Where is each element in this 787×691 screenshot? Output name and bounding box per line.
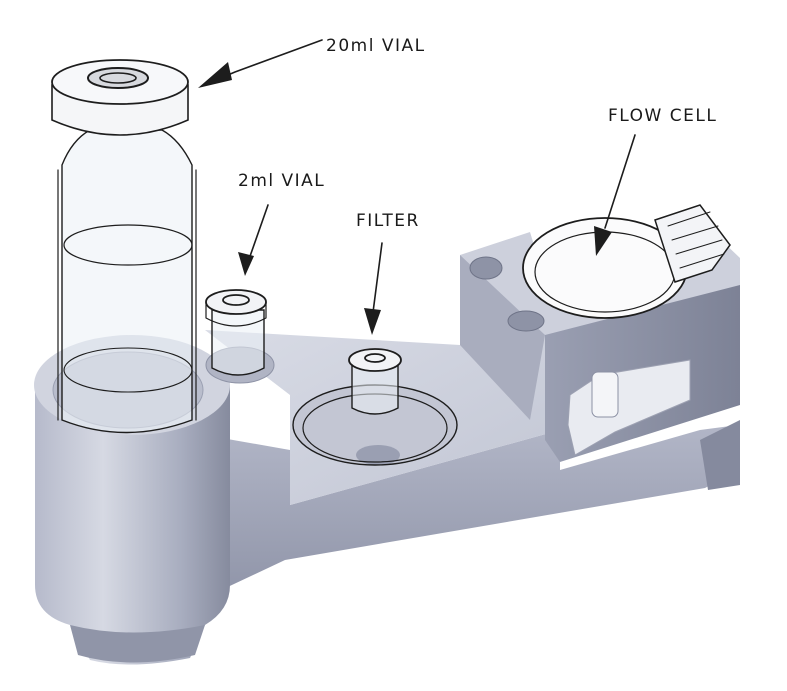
tower-leg (700, 420, 740, 490)
tower-hole-right (507, 310, 545, 332)
arrowhead-2ml (238, 252, 254, 276)
vial-2ml-sketch (205, 289, 267, 376)
arrow-filter (371, 242, 383, 321)
vial-20ml-septum (87, 67, 149, 89)
filter-cap (348, 348, 402, 372)
label-filter: FILTER (356, 211, 420, 231)
arrowhead-flow-cell (594, 226, 612, 256)
label-2ml-vial: 2ml VIAL (238, 171, 325, 191)
label-20ml-vial: 20ml VIAL (326, 36, 426, 56)
vial-20ml-sketch (51, 59, 197, 434)
filter-sketch (292, 348, 458, 466)
base-cylinder-side (35, 385, 230, 665)
vial-2ml-body (211, 309, 265, 376)
vial-2ml-cap (205, 289, 267, 315)
annotation-arrows (198, 39, 636, 335)
arrow-2ml (247, 204, 269, 263)
arrow-flow-cell (604, 134, 636, 229)
arrowhead-20ml (198, 62, 232, 88)
tower-hole-left (469, 256, 503, 280)
base-foot-band (70, 625, 205, 663)
filter-well-hole (356, 445, 400, 465)
bar-front-face (120, 420, 738, 600)
arrowhead-filter (364, 308, 381, 335)
filter-body (351, 361, 399, 415)
window-tube (591, 371, 619, 418)
vial-20ml-body (61, 129, 193, 434)
label-flow-cell: FLOW CELL (608, 106, 717, 126)
tower-left-face (460, 255, 545, 420)
